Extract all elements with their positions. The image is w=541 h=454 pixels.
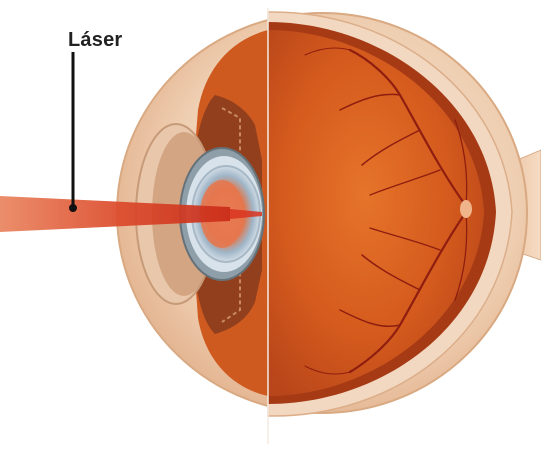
label-pointer-dot [69,204,77,212]
optic-disc [460,200,472,218]
laser-label: Láser [68,29,122,52]
